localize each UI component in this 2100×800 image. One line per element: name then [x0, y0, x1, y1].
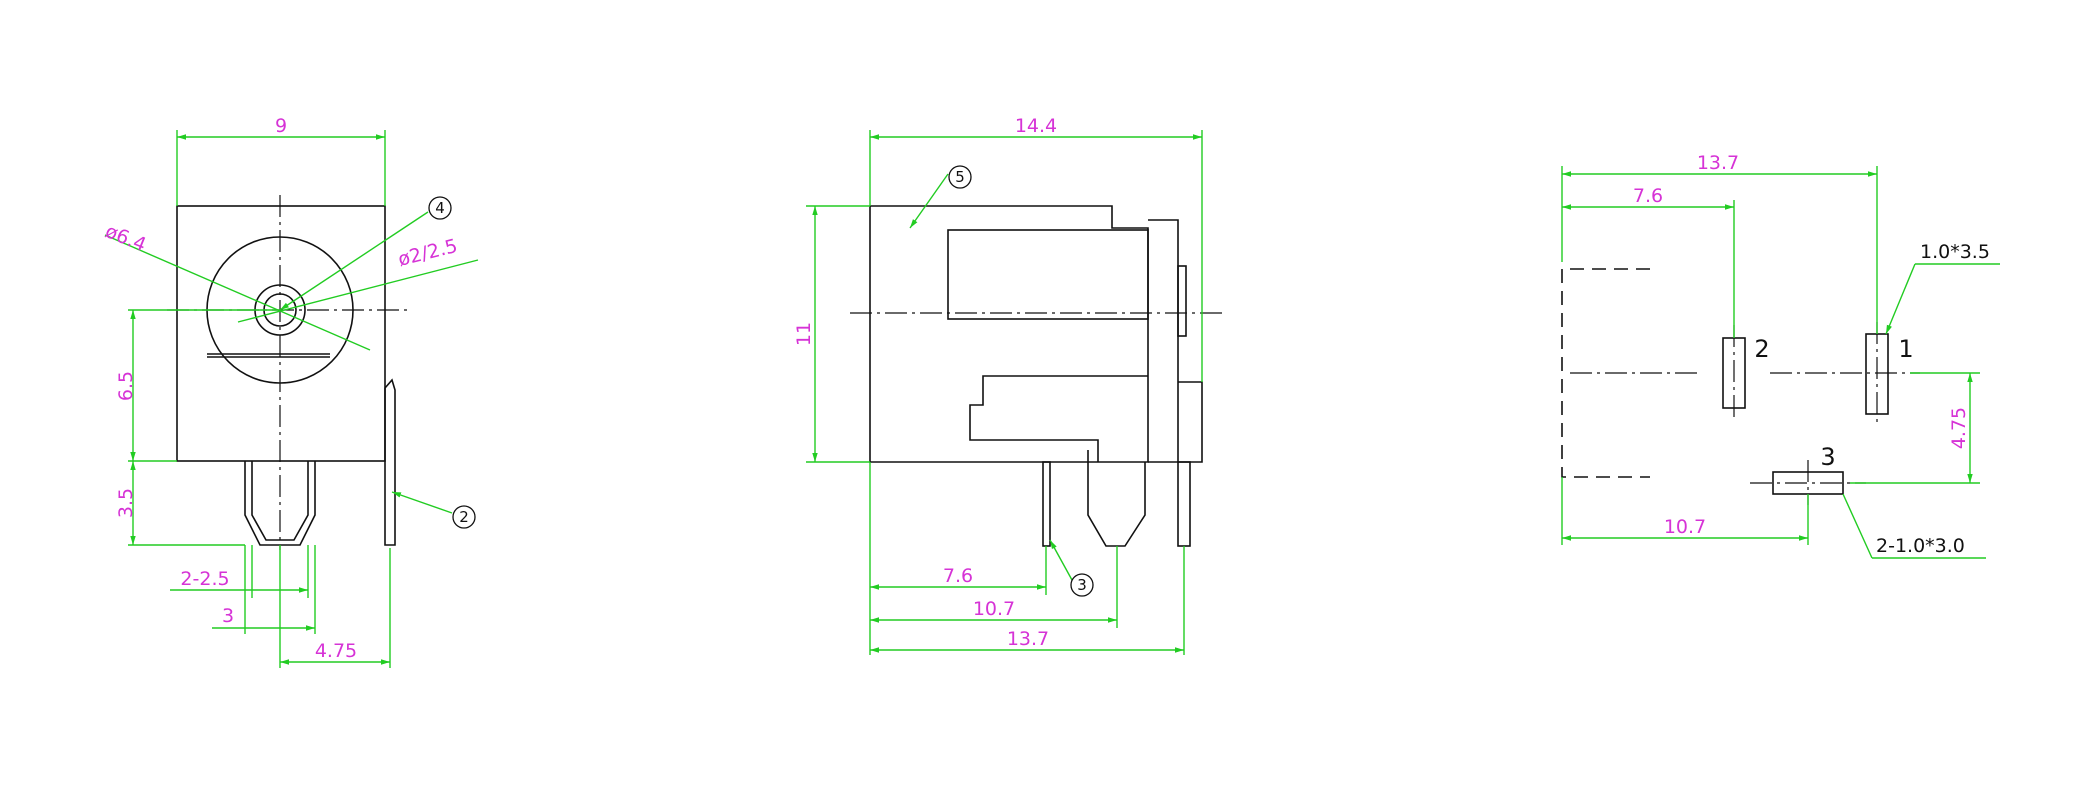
- dim-center-height: 6.5: [115, 371, 137, 401]
- pin-label-2: 2: [1754, 335, 1769, 363]
- slot-note-pin3: 2-1.0*3.0: [1876, 535, 1965, 557]
- side-dimensions: 14.4 11 7.6 10.7 13.7: [793, 115, 1203, 655]
- footprint-view: 2 1 3 13.7 7.6 10.7 4.75 1.0*3.5 2-1.0*3: [1561, 152, 2000, 559]
- dim-fp-overall: 13.7: [1697, 152, 1739, 174]
- side-pin-3: [1042, 461, 1051, 547]
- pin-label-3: 3: [1820, 443, 1835, 471]
- side-pin-2: [1087, 450, 1146, 547]
- callout-5: [948, 165, 972, 189]
- front-view: 9 ø6.4 ø2/2.5 6.5 3.5 2-2.5 3 4.75: [102, 115, 479, 668]
- svg-text:5: 5: [955, 168, 965, 186]
- dim-side-pin3: 7.6: [943, 565, 973, 587]
- dim-pin-width: 2-2.5: [180, 568, 229, 590]
- dim-side-offset: 4.75: [315, 640, 357, 662]
- dim-side-pin1: 13.7: [1007, 628, 1049, 650]
- pin-label-1: 1: [1898, 335, 1913, 363]
- footprint-outline: [1561, 268, 1650, 478]
- side-inner-recess: [947, 229, 1149, 320]
- callout-2: [452, 505, 476, 529]
- front-housing: [176, 205, 386, 462]
- dim-front-width: 9: [275, 115, 287, 137]
- dim-side-height: 11: [793, 322, 815, 346]
- svg-text:4: 4: [435, 199, 445, 217]
- dim-fp-pin3-offset: 4.75: [1948, 407, 1970, 449]
- side-view: 14.4 11 7.6 10.7 13.7 5 3: [793, 115, 1222, 655]
- dim-side-pin2: 10.7: [973, 598, 1015, 620]
- svg-text:3: 3: [1077, 576, 1087, 594]
- dim-outer-dia: ø6.4: [102, 220, 149, 256]
- callout-4: [428, 196, 452, 220]
- side-pin-1: [1177, 461, 1191, 547]
- side-body: [869, 205, 1149, 463]
- slot-note-pin1: 1.0*3.5: [1920, 241, 1990, 263]
- dim-pin-dia: ø2/2.5: [396, 235, 460, 271]
- callout-3: [1070, 573, 1094, 597]
- dim-side-length: 14.4: [1015, 115, 1057, 137]
- front-side-pin: [384, 378, 396, 546]
- front-dimensions: 9 ø6.4 ø2/2.5 6.5 3.5 2-2.5 3 4.75: [102, 115, 479, 668]
- dim-pin-length: 3.5: [115, 488, 137, 518]
- dim-fp-pin2: 7.6: [1633, 185, 1663, 207]
- footprint-dimensions: 13.7 7.6 10.7 4.75 1.0*3.5 2-1.0*3.0: [1561, 152, 2000, 559]
- dim-fp-pin3: 10.7: [1664, 516, 1706, 538]
- dim-pin-pitch: 3: [222, 605, 234, 627]
- svg-text:2: 2: [459, 508, 469, 526]
- side-inner-step: [969, 375, 1148, 462]
